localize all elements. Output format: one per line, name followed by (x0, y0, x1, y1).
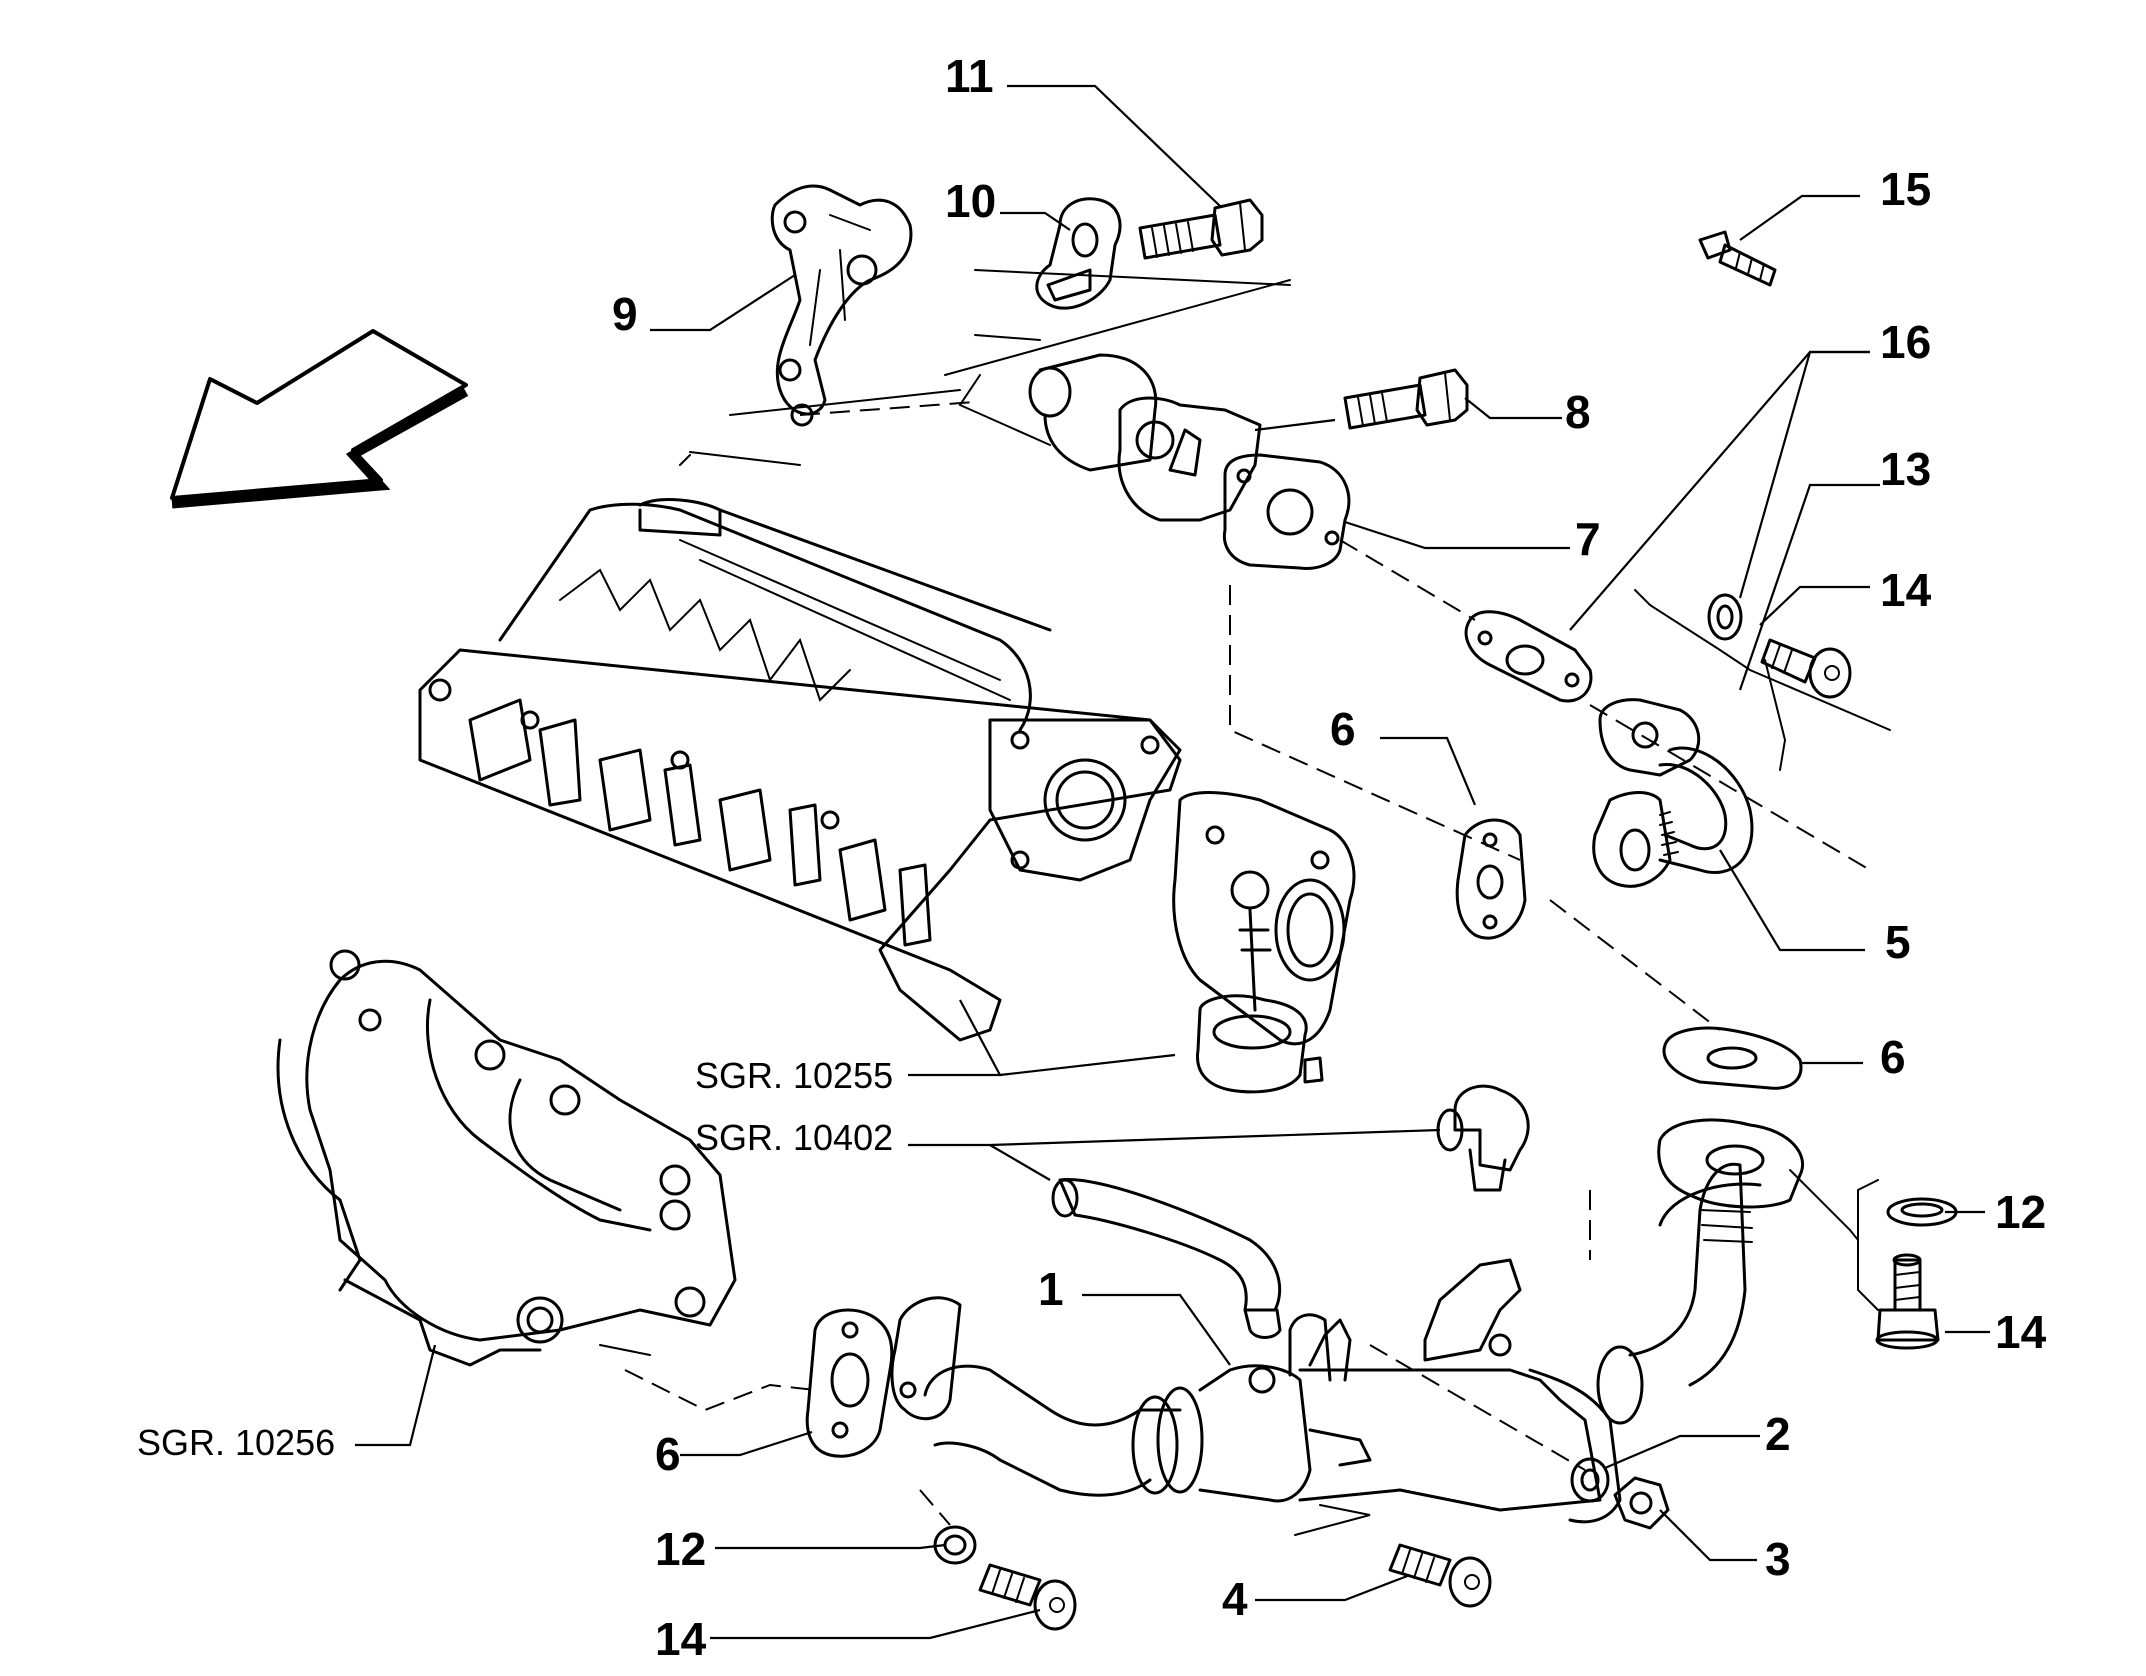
assembly-axes (624, 401, 1871, 1526)
callout-4: 4 (1222, 1573, 1248, 1625)
callout-6-upper: 6 (1880, 1031, 1906, 1083)
callout-6-middle: 6 (1330, 703, 1356, 755)
leader-lines (355, 84, 1990, 1640)
callout-9: 9 (612, 288, 638, 340)
callout-2: 2 (1765, 1408, 1791, 1460)
ref-sgr-10256[interactable]: SGR. 10256 (137, 1422, 335, 1463)
part-15-sensor[interactable] (1698, 230, 1777, 287)
ref-sgr-10402[interactable]: SGR. 10402 (695, 1117, 893, 1158)
part-2-washer[interactable] (1570, 1457, 1610, 1503)
callout-5: 5 (1885, 916, 1911, 968)
part-1-egr-pipe[interactable] (890, 1118, 1804, 1524)
part-7-egr-valve[interactable] (1028, 353, 1351, 570)
callout-7: 7 (1575, 513, 1601, 565)
callout-16: 16 (1880, 316, 1931, 368)
part-9-bracket[interactable] (770, 184, 913, 427)
vacuum-hoses[interactable] (1051, 1084, 1530, 1339)
throttle-body[interactable] (1172, 791, 1356, 1094)
part-14-screw-lower[interactable] (978, 1563, 1077, 1631)
part-14-screw-right[interactable] (1875, 1253, 1940, 1350)
callout-labels: 11 10 9 8 7 15 16 13 14 6 5 6 12 14 1 2 … (612, 50, 2047, 1665)
callout-3: 3 (1765, 1533, 1791, 1585)
part-3-nut[interactable] (1613, 1476, 1670, 1530)
callout-10: 10 (945, 175, 996, 227)
callout-1: 1 (1038, 1263, 1064, 1315)
callout-14-lower: 14 (655, 1613, 707, 1665)
part-14-screw-upper[interactable] (1760, 638, 1852, 699)
callout-12-right: 12 (1995, 1186, 2046, 1238)
callout-8: 8 (1565, 386, 1591, 438)
part-6-gasket-upper[interactable] (1662, 1026, 1803, 1090)
ref-sgr-10255[interactable]: SGR. 10255 (695, 1055, 893, 1096)
callout-13: 13 (1880, 443, 1931, 495)
part-4-screw[interactable] (1388, 1543, 1492, 1608)
subgroup-references: SGR. 10255 SGR. 10402 SGR. 10256 (137, 1055, 893, 1463)
callout-6-lower: 6 (655, 1428, 681, 1480)
callout-14-upper: 14 (1880, 564, 1932, 616)
callout-15: 15 (1880, 163, 1931, 215)
exhaust-manifold[interactable] (276, 949, 737, 1367)
callout-14-right: 14 (1995, 1306, 2047, 1358)
callout-12-lower: 12 (655, 1523, 706, 1575)
callout-11: 11 (945, 50, 994, 102)
part-6-gasket-middle[interactable] (1455, 818, 1527, 940)
mounting-reference-lines (599, 269, 1891, 1536)
part-5-pipe[interactable] (1592, 698, 1754, 888)
part-13-washer[interactable] (1707, 593, 1743, 641)
intake-manifold[interactable] (418, 498, 1182, 1042)
part-8-bolt[interactable] (1343, 368, 1469, 430)
part-6-gasket-lower[interactable] (805, 1308, 894, 1458)
part-11-bolt[interactable] (1138, 198, 1264, 260)
direction-arrow-icon (170, 329, 469, 509)
part-16-gasket[interactable] (1464, 610, 1593, 703)
